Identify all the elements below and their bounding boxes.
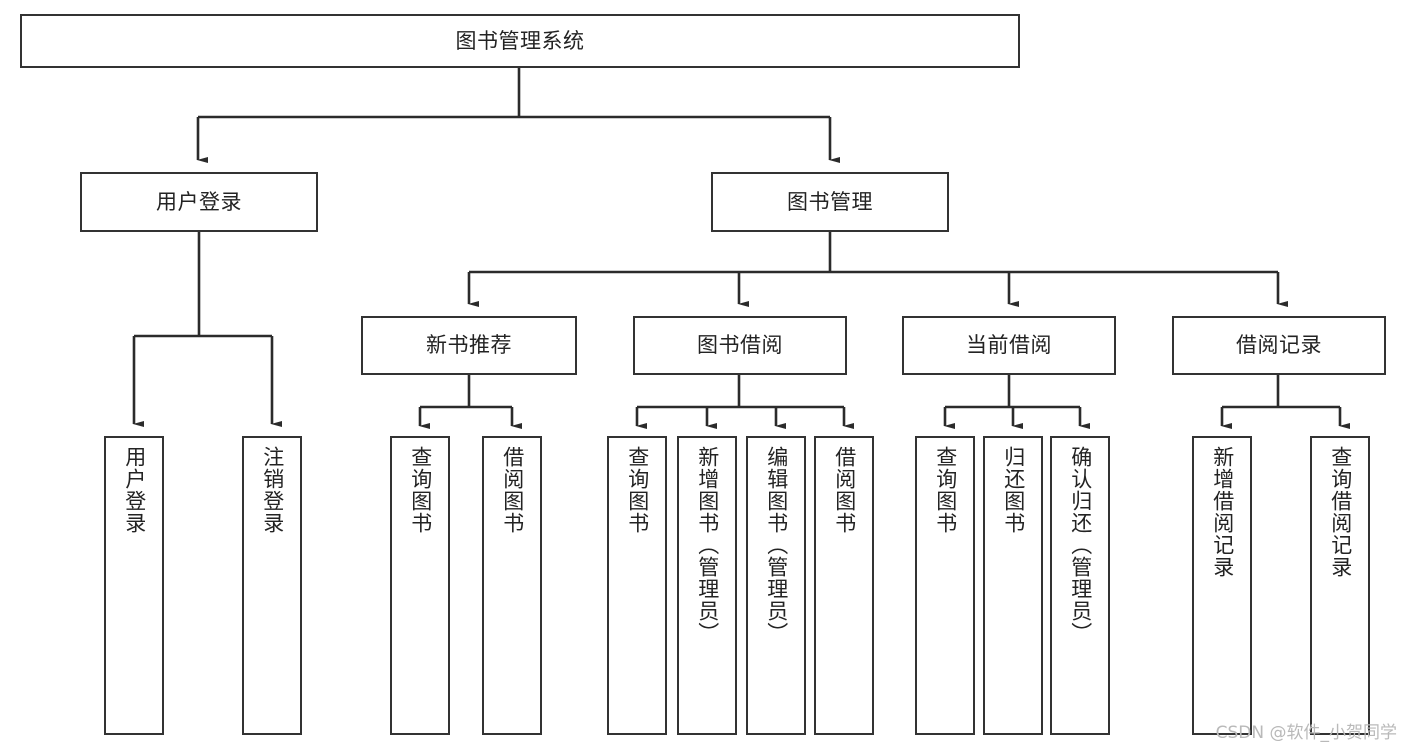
- node-label: 确认归还（管理员）: [1068, 446, 1093, 644]
- node-root-system[interactable]: 图书管理系统: [20, 14, 1020, 68]
- leaf-borrow-edit-book-admin[interactable]: 编辑图书（管理员）: [746, 436, 806, 735]
- watermark-text: CSDN @软件_小贺同学: [1215, 723, 1397, 743]
- node-label: 查询图书: [625, 446, 650, 534]
- node-label: 图书借阅: [697, 333, 783, 358]
- node-label: 用户登录: [156, 189, 242, 214]
- leaf-user-login-signin[interactable]: 用户登录: [104, 436, 164, 735]
- leaf-borrow-query-book[interactable]: 查询图书: [607, 436, 667, 735]
- leaf-current-confirm-return-admin[interactable]: 确认归还（管理员）: [1050, 436, 1110, 735]
- node-label: 归还图书: [1001, 446, 1026, 534]
- leaf-recommend-query-book[interactable]: 查询图书: [390, 436, 450, 735]
- node-label: 借阅图书: [832, 446, 857, 534]
- leaf-recommend-borrow-book[interactable]: 借阅图书: [482, 436, 542, 735]
- node-label: 用户登录: [122, 446, 147, 534]
- node-label: 当前借阅: [966, 333, 1052, 358]
- node-borrow-record[interactable]: 借阅记录: [1172, 316, 1386, 375]
- leaf-user-login-signout[interactable]: 注销登录: [242, 436, 302, 735]
- node-label: 新书推荐: [426, 333, 512, 358]
- leaf-record-add-record[interactable]: 新增借阅记录: [1192, 436, 1252, 735]
- node-label: 新增图书（管理员）: [695, 446, 720, 644]
- leaf-record-query-record[interactable]: 查询借阅记录: [1310, 436, 1370, 735]
- leaf-borrow-borrow-book[interactable]: 借阅图书: [814, 436, 874, 735]
- node-label: 新增借阅记录: [1210, 446, 1235, 578]
- node-user-login[interactable]: 用户登录: [80, 172, 318, 232]
- node-book-management[interactable]: 图书管理: [711, 172, 949, 232]
- node-label: 注销登录: [260, 446, 285, 534]
- node-book-borrow[interactable]: 图书借阅: [633, 316, 847, 375]
- node-current-borrow[interactable]: 当前借阅: [902, 316, 1116, 375]
- node-label: 查询借阅记录: [1328, 446, 1353, 578]
- leaf-current-return-book[interactable]: 归还图书: [983, 436, 1043, 735]
- node-label: 查询图书: [408, 446, 433, 534]
- node-label: 图书管理系统: [455, 28, 585, 53]
- node-label: 借阅图书: [500, 446, 525, 534]
- leaf-borrow-add-book-admin[interactable]: 新增图书（管理员）: [677, 436, 737, 735]
- node-label: 编辑图书（管理员）: [764, 446, 789, 644]
- node-label: 查询图书: [933, 446, 958, 534]
- node-label: 借阅记录: [1236, 333, 1322, 358]
- node-label: 图书管理: [787, 189, 873, 214]
- leaf-current-query-book[interactable]: 查询图书: [915, 436, 975, 735]
- node-new-book-recommend[interactable]: 新书推荐: [361, 316, 577, 375]
